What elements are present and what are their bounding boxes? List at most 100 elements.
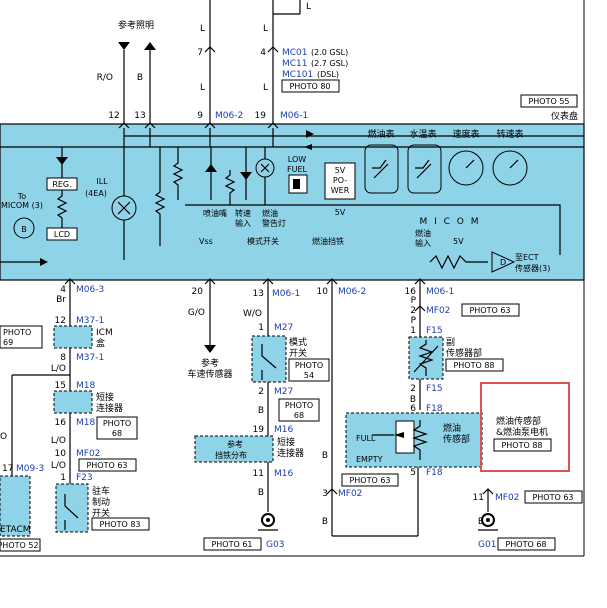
photo-63-label-2: PHOTO 63 [469,306,510,315]
photo-68-label-3: PHOTO 68 [505,540,546,549]
ect-label-2: 传感器(3) [515,263,550,273]
parking-brake-switch [55,483,89,533]
ect-driver-d: D [500,258,506,267]
gauge-fuel-label: 燃油表 [367,128,394,140]
connector-4-mark [267,46,279,53]
conn-m06-1: M06-1 [280,111,308,121]
pin-16b: 16 [405,287,417,297]
connector-7-mark [204,46,216,53]
wire-lo-label-3: L/O [51,461,66,471]
icm-label: ICM [96,328,113,338]
photo-68-num-1: 68 [112,429,122,438]
photo-63-label-4: PHOTO 63 [532,493,573,502]
pin-1: 1 [60,473,66,483]
parking-label-2: 制动 [92,496,110,508]
lcd-label: LCD [54,230,70,239]
icm-label-2: 盒 [96,337,105,349]
pin-3: 3 [322,489,328,499]
ref-gear-label: 参考 [227,439,243,449]
photo-63-box-4 [524,490,583,504]
photo-88-box-2 [493,438,552,452]
wire-p-label: P [411,296,417,306]
reference-lighting-label: 参考照明 [118,19,154,31]
conn-m16b: M16 [274,469,293,479]
conn-m06-2: M06-2 [215,111,243,121]
parking-label-3: 开关 [92,507,110,519]
conn-f15b: F15 [426,384,443,394]
speedometer-needle [465,159,475,169]
fuel-pump-label: 燃油传感部 [496,415,541,427]
v5-label-2: 5V [453,237,464,246]
fuel-sensor-label-2: 传感部 [443,433,470,445]
pin-12b: 12 [55,316,66,326]
short-conn-label: 短接 [96,391,114,403]
water-gauge-needle [415,159,432,179]
photo-83-box [91,517,150,531]
power-5v-label-3: WER [331,186,350,195]
wire-l-label-3: L [263,24,268,34]
conn-m37-1b: M37-1 [76,353,104,363]
pin-2b: 2 [410,306,416,316]
fuel-warn-label: 燃油 [262,208,278,218]
sub-sensor-label-2: 传感器部 [446,347,482,359]
conn-m37-1: M37-1 [76,316,104,326]
fuel-input-label: 燃油 [415,228,431,238]
diode-6-icon [40,258,48,266]
photo-54-label: PHOTO [295,361,323,370]
conn-m06-1c: M06-1 [426,287,454,297]
photo-88-label-2: PHOTO 88 [501,441,542,450]
conn-m18b: M18 [76,418,95,428]
fuel-gauge-needle [372,159,389,179]
conn-mf02b: MF02 [426,306,450,316]
icm-box [53,325,93,349]
conn-mf02d: MF02 [495,493,519,503]
conn-mc11-spec: (2.7 GSL) [311,59,348,68]
fuel-float-box [395,420,415,454]
conn-m09-3: M09-3 [16,464,44,474]
wire-b-label-6: B [410,395,416,405]
mode-switch-label: 模式开关 [247,236,279,246]
pin-6: 6 [410,404,416,414]
v5-label: 5V [335,208,346,217]
wire-wo-label: W/O [243,309,262,319]
parking-label: 驻车 [92,485,110,497]
wire-b-label-7: B [478,517,484,527]
pin-8: 8 [60,353,66,363]
conn-mf02c: MF02 [338,489,362,499]
photo-69-box [0,325,43,349]
wire-lo-label-1: L/O [51,364,66,374]
power-5v-box [324,162,356,200]
photo-68-label-2: PHOTO [285,401,313,410]
photo-61-box [203,537,262,551]
conn-mc01-spec: (2.0 GSL) [311,48,348,57]
conn-g03: G03 [266,540,284,550]
photo-68-num-2: 68 [294,411,304,420]
photo-63-label-1: PHOTO 63 [86,461,127,470]
gauge-water-label: 水温表 [409,128,436,140]
ect-driver-icon [491,251,516,273]
conn-g01: G01 [478,540,496,550]
to-micom-label-2: MICOM (3) [1,201,43,210]
ill-lamp-cross [117,201,131,215]
conn-m18: M18 [76,381,95,391]
to-micom-label: To [17,192,27,201]
speed-input-label-2: 输入 [235,218,251,228]
chevron-12 [118,122,130,129]
resistor-2 [154,186,166,246]
chevron-4 [64,278,76,285]
ect-label: 至ECT [515,253,539,262]
wire-lo-label-2: L/O [51,436,66,446]
conn-m16: M16 [274,425,293,435]
conn-mc11: MC11 [282,59,308,69]
photo-80-box [281,79,340,93]
photo-69-label: PHOTO [3,328,31,337]
pin-2c: 2 [410,384,416,394]
full-label: FULL [356,434,376,443]
tachometer-needle [509,159,519,169]
fuel-gauge-icon [364,144,399,194]
fuel-sensor-resistor [412,420,428,460]
wire-l-label-1: L [200,24,205,34]
photo-52-label: PHOTO 52 [0,541,39,550]
